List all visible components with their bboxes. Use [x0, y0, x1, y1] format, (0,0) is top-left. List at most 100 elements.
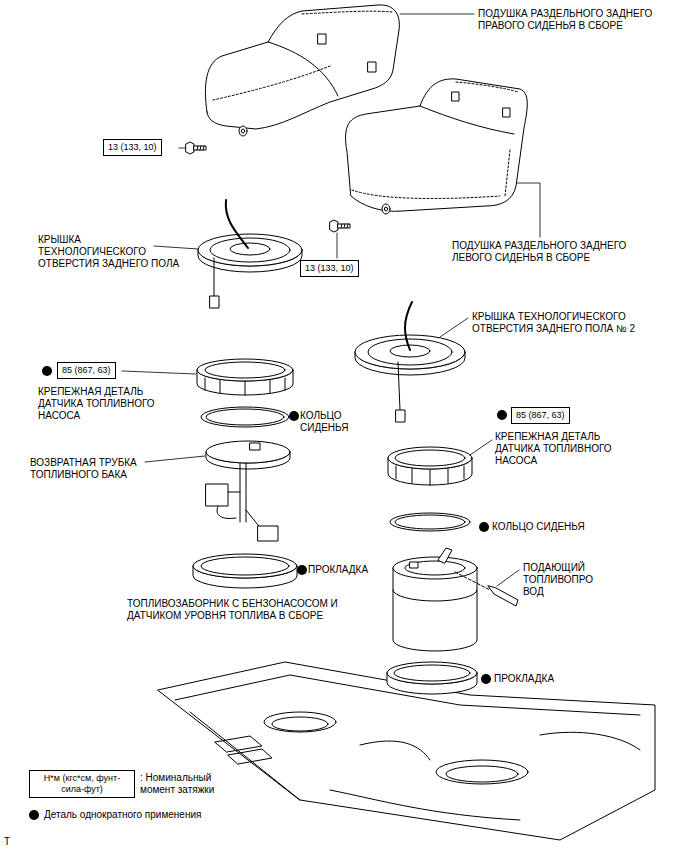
left-seat-cushion — [382, 204, 390, 214]
part-name: ПОДУШКА РАЗДЕЛЬНОГО ЗАДНЕГО ПРАВОГО СИДЕ… — [478, 8, 684, 32]
retainer — [197, 359, 293, 395]
floor-panel — [436, 760, 528, 784]
fuel-pump-assembly — [438, 548, 452, 563]
part-name: ПОДУШКА РАЗДЕЛЬНОГО ЗАДНЕГО ЛЕВОГО СИДЕН… — [452, 240, 662, 264]
seat-bolt — [330, 220, 338, 232]
single-use-dot — [289, 411, 299, 421]
retainer — [205, 362, 285, 378]
right-seat-cushion — [213, 11, 392, 100]
service-hole-cover — [405, 302, 412, 350]
seat-bolt — [194, 146, 206, 150]
fuel-pump-assembly — [393, 590, 477, 601]
return-tube — [240, 463, 246, 522]
retainer — [396, 466, 464, 485]
fuel-pump-assembly — [393, 568, 477, 651]
part-name: ПРОКЛАДКА — [494, 673, 594, 685]
retainer — [197, 359, 293, 381]
legend-dot-symbol — [28, 809, 40, 821]
leader-line — [122, 14, 540, 586]
service-hole-cover — [210, 296, 219, 308]
leader-line — [154, 246, 198, 249]
leader-line — [337, 233, 338, 258]
floor-panel — [228, 749, 272, 764]
part-name: ПОДАЮЩИЙ ТОПЛИВОПРО ВОД — [523, 562, 603, 598]
right-seat-cushion — [268, 42, 338, 96]
leader-line — [497, 570, 519, 586]
left-seat-cushion — [452, 92, 459, 101]
legend-item: Деталь однократного применения — [28, 809, 201, 821]
leader-line — [470, 440, 492, 455]
torque-box: 85 (867, 63) — [57, 362, 116, 379]
seat-ring — [201, 407, 289, 427]
fuel-pump-assembly — [410, 562, 418, 568]
part-name: КРЕПЕЖНАЯ ДЕТАЛЬ ДАТЧИКА ТОПЛИВНОГО НАСО… — [495, 431, 625, 467]
left-seat-cushion — [420, 106, 514, 134]
seat-bolt — [338, 224, 350, 228]
seat-ring — [390, 513, 470, 531]
return-tube — [250, 443, 260, 450]
seat-ring — [201, 407, 289, 427]
left-seat-cushion — [503, 108, 510, 117]
fuel-pump-assembly — [393, 548, 518, 651]
floor-panel — [215, 736, 262, 752]
leader-line — [440, 318, 468, 337]
legend-note: : Номинальный момент затяжки — [140, 772, 235, 796]
service-hole-cover — [210, 238, 290, 262]
gasket — [387, 662, 477, 684]
part-name: КРЫШКА ТЕХНОЛОГИЧЕСКОГО ОТВЕРСТИЯ ЗАДНЕГ… — [38, 234, 188, 270]
return-tube — [258, 526, 278, 541]
seat-bolt — [186, 142, 206, 154]
leader-line — [179, 148, 185, 149]
gasket — [394, 665, 470, 681]
right-seat-cushion — [239, 126, 247, 136]
single-use-dot — [481, 674, 491, 684]
left-seat-cushion — [346, 79, 528, 214]
leader-line — [122, 371, 196, 374]
service-hole-cover — [368, 339, 452, 365]
retainer — [388, 447, 472, 469]
torque-box: 13 (133, 10) — [103, 139, 162, 156]
seat-ring — [206, 409, 284, 425]
part-name: КРЫШКА ТЕХНОЛОГИЧЕСКОГО ОТВЕРСТИЯ ЗАДНЕГ… — [472, 311, 677, 335]
torque-value: 13 (133, 10) — [305, 263, 354, 274]
return-tube — [206, 484, 228, 506]
torque-value: 85 (867, 63) — [516, 410, 565, 421]
floor-panel — [330, 732, 640, 820]
seat-bolt — [186, 142, 194, 154]
single-use-dot — [497, 410, 507, 420]
single-use-dot — [42, 366, 52, 376]
seat-bolt — [197, 146, 204, 150]
return-tube — [206, 441, 290, 463]
torque-value: 13 (133, 10) — [108, 142, 157, 153]
gasket — [193, 554, 297, 588]
seat-ring — [390, 513, 470, 531]
legend-dot — [29, 810, 39, 820]
seat-ring — [395, 515, 465, 529]
service-hole-cover — [398, 362, 400, 410]
torque-value: Н*м (кгс*см, фунт-сила-фут) — [34, 773, 130, 795]
fuel-pump-assembly — [393, 557, 477, 579]
torque-box: Н*м (кгс*см, фунт-сила-фут) — [29, 770, 135, 798]
floor-panel — [158, 662, 655, 840]
part-name: ТОПЛИВОЗАБОРНИК С БЕНЗОНАСОСОМ И ДАТЧИКО… — [127, 598, 349, 622]
leader-line — [145, 456, 205, 462]
part-name: КОЛЬЦО СИДЕНЬЯ — [300, 410, 362, 434]
service-hole-cover — [396, 410, 405, 422]
floor-panel — [158, 662, 655, 840]
seat-bolt — [341, 224, 348, 228]
left-seat-cushion — [346, 79, 528, 211]
return-tube — [206, 441, 290, 541]
left-seat-cushion — [352, 82, 518, 198]
gasket — [193, 554, 297, 578]
right-seat-cushion — [241, 129, 244, 133]
right-seat-cushion — [205, 5, 399, 129]
fuel-pump-assembly — [488, 586, 518, 606]
gasket — [201, 557, 289, 575]
service-hole-cover — [226, 200, 248, 248]
single-use-dot — [297, 565, 307, 575]
gasket — [387, 662, 477, 694]
return-tube — [217, 506, 236, 519]
part-name: КРЕПЕЖНАЯ ДЕТАЛЬ ДАТЧИКА ТОПЛИВНОГО НАСО… — [38, 386, 166, 422]
service-hole-cover — [198, 200, 302, 308]
